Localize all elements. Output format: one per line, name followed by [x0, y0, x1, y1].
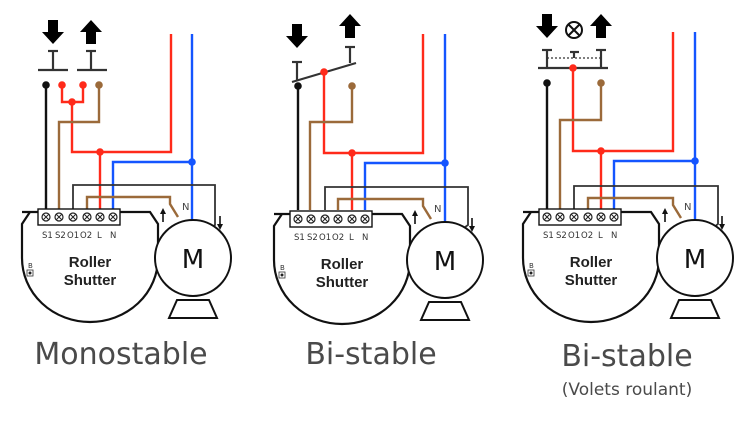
arrow-down-icon	[42, 20, 64, 44]
push-button-up	[77, 20, 107, 72]
three-position-switch	[536, 14, 612, 70]
motor-neutral-label: N	[434, 204, 441, 215]
wire-s2-brown	[57, 85, 101, 210]
roller-shutter-module: S1 S2 O1 O2 L N B Roller Shutter	[521, 208, 661, 324]
diagram-bistable: S1 S2 O1 O2 L N B Roller Shutter M N	[272, 14, 484, 372]
arrow-up-icon	[80, 20, 102, 44]
terminal-label-o2: O2	[581, 231, 593, 241]
up-arrow-small-icon	[160, 208, 166, 222]
module-title-line1: Roller	[69, 254, 112, 271]
up-arrow-small-icon	[662, 208, 668, 222]
caption-monostable: Monostable	[34, 337, 207, 372]
terminal-label-n: N	[611, 231, 617, 241]
wire-live-feed	[571, 32, 675, 153]
terminal-label-s1: S1	[294, 233, 305, 243]
wire-s2-brown	[558, 83, 603, 210]
terminal-label-l: L	[598, 231, 603, 241]
down-arrow-small-icon	[217, 216, 223, 230]
roller-shutter-module: S1 S2 O1 O2 L N B Roller Shutter	[272, 210, 412, 326]
caption-bistable-volets: Bi-stable	[561, 339, 692, 374]
terminal-label-s2: S2	[55, 231, 66, 241]
wire-live-feed	[322, 34, 425, 155]
arrow-down-icon	[536, 14, 558, 38]
terminal-label-s2: S2	[556, 231, 567, 241]
wire-o2-motor-up	[586, 196, 683, 219]
motor-circle-icon	[406, 221, 484, 299]
terminal-label-o1: O1	[568, 231, 580, 241]
subcaption-volets-roulant: (Volets roulant)	[562, 380, 692, 400]
wire-n-blue	[363, 161, 445, 210]
terminal-label-s1: S1	[543, 231, 554, 241]
motor: M N	[656, 202, 734, 319]
motor-neutral-label: N	[182, 202, 189, 213]
arrow-up-icon	[339, 14, 361, 38]
motor-circle-icon	[154, 219, 232, 297]
down-arrow-small-icon	[469, 218, 475, 232]
motor: M N	[154, 202, 232, 319]
down-arrow-small-icon	[719, 216, 725, 230]
module-title-line2: Shutter	[64, 272, 117, 289]
motor-circle-icon	[656, 219, 734, 297]
diagram-bistable-volets: S1 S2 O1 O2 L N B Roller Shutter M N	[521, 14, 734, 400]
terminal-label-l: L	[97, 231, 102, 241]
motor-label: M	[434, 247, 456, 277]
roller-shutter-module: S1 S2 O1 O2 L N B Roller Shutter	[20, 208, 160, 324]
module-title-line2: Shutter	[565, 272, 618, 289]
button-b-label: B	[529, 262, 534, 270]
terminal-label-o1: O1	[67, 231, 79, 241]
terminal-label-l: L	[349, 233, 354, 243]
up-arrow-small-icon	[412, 210, 418, 224]
motor-label: M	[182, 245, 204, 275]
terminal-label-s1: S1	[42, 231, 53, 241]
diagram-monostable: S1 S2 O1 O2 L N B Roller Shutter M N	[20, 20, 232, 372]
button-b-label: B	[280, 264, 285, 272]
module-title-line1: Roller	[570, 254, 613, 271]
push-button-down	[38, 20, 68, 72]
terminal-label-n: N	[110, 231, 116, 241]
wire-s2-brown	[308, 86, 354, 210]
button-b-label: B	[28, 262, 33, 270]
wire-o2-motor-up	[336, 197, 433, 220]
module-title-line1: Roller	[321, 256, 364, 273]
caption-bistable: Bi-stable	[305, 337, 436, 372]
terminal-label-o2: O2	[332, 233, 344, 243]
wire-o2-motor-up	[85, 195, 180, 218]
wire-n-blue	[111, 160, 192, 210]
terminal-label-n: N	[362, 233, 368, 243]
arrow-up-icon	[590, 14, 612, 38]
module-title-line2: Shutter	[316, 274, 369, 291]
terminal-label-o2: O2	[80, 231, 92, 241]
terminal-label-s2: S2	[307, 233, 318, 243]
motor-neutral-label: N	[684, 202, 691, 213]
arrow-down-icon	[286, 24, 308, 48]
wire-live-feed	[70, 34, 173, 154]
terminal-label-o1: O1	[319, 233, 331, 243]
motor: M N	[406, 204, 484, 321]
motor-label: M	[684, 245, 706, 275]
wire-n-blue	[612, 159, 695, 210]
stop-cross-icon	[565, 21, 583, 39]
